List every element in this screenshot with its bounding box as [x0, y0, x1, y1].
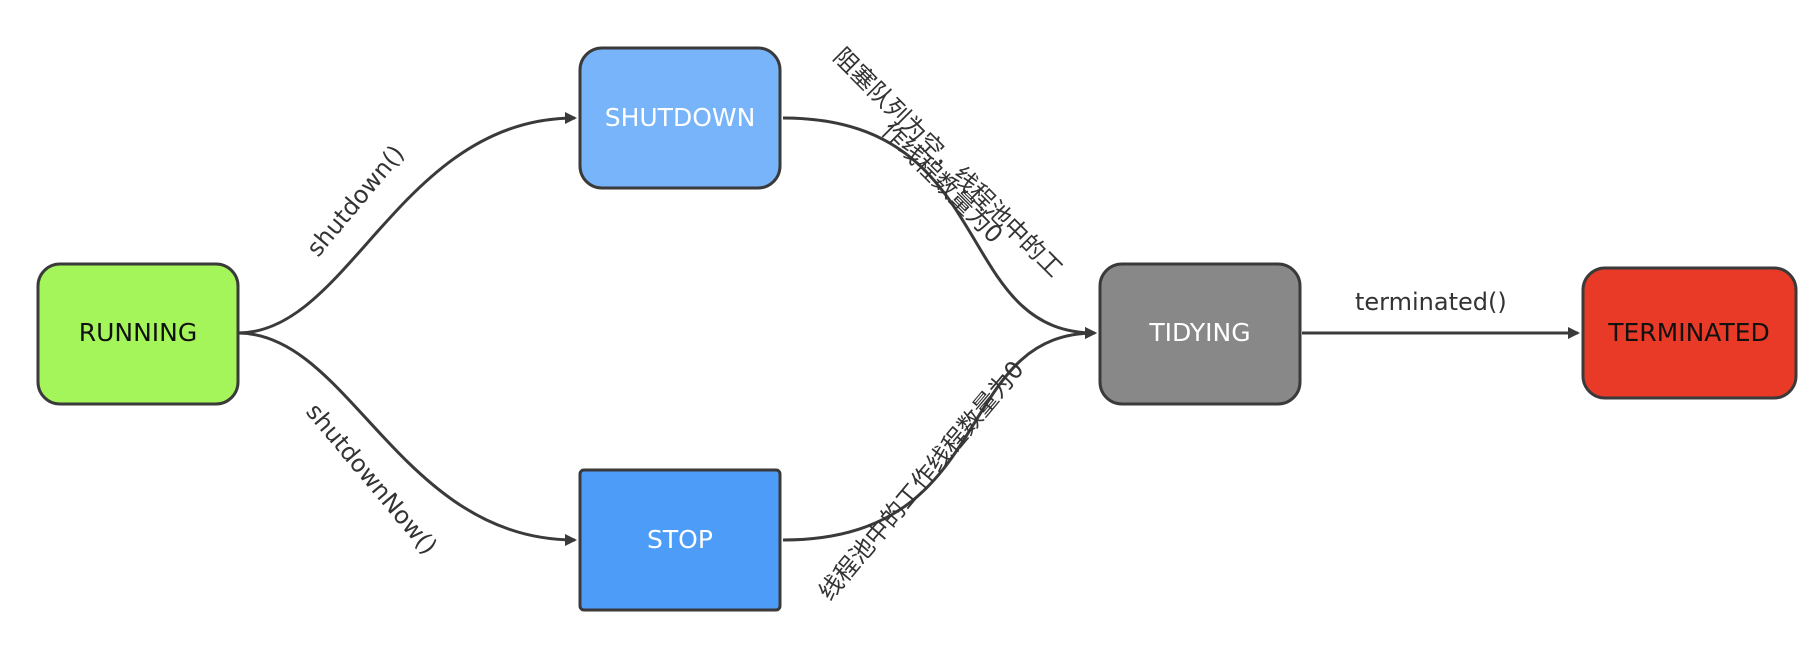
label-shutdown-call: shutdown(): [301, 140, 410, 262]
node-terminated-box: [1581, 266, 1798, 400]
edge-shutdown-to-tidying: [782, 116, 1097, 339]
node-running: RUNNING: [36, 262, 240, 406]
node-tidying: TIDYING: [1098, 262, 1302, 406]
node-stop-label: STOP: [647, 525, 713, 554]
node-stop: STOP: [578, 468, 782, 612]
node-running-label: RUNNING: [79, 318, 198, 347]
node-tidying-box: [1098, 262, 1302, 406]
edge-running-to-shutdown: [237, 112, 577, 335]
node-shutdown: SHUTDOWN: [578, 46, 782, 190]
node-terminated-label: TERMINATED: [1607, 318, 1770, 347]
label-terminated-call: terminated(): [1355, 288, 1507, 316]
label-shutdown-to-tidying-line1: 阻塞队列为空，线程池中的工: [828, 42, 1068, 282]
node-tidying-label: TIDYING: [1148, 318, 1250, 347]
node-shutdown-label: SHUTDOWN: [605, 103, 756, 132]
node-shutdown-box: [578, 46, 782, 190]
node-terminated: TERMINATED: [1581, 266, 1798, 400]
edge-stop-to-tidying: [782, 327, 1097, 542]
node-stop-box: [578, 468, 782, 612]
edge-running-to-stop: [237, 331, 577, 546]
label-stop-to-tidying: 线程池中的工作线程数量为0: [813, 356, 1029, 606]
node-running-box: [36, 262, 240, 406]
